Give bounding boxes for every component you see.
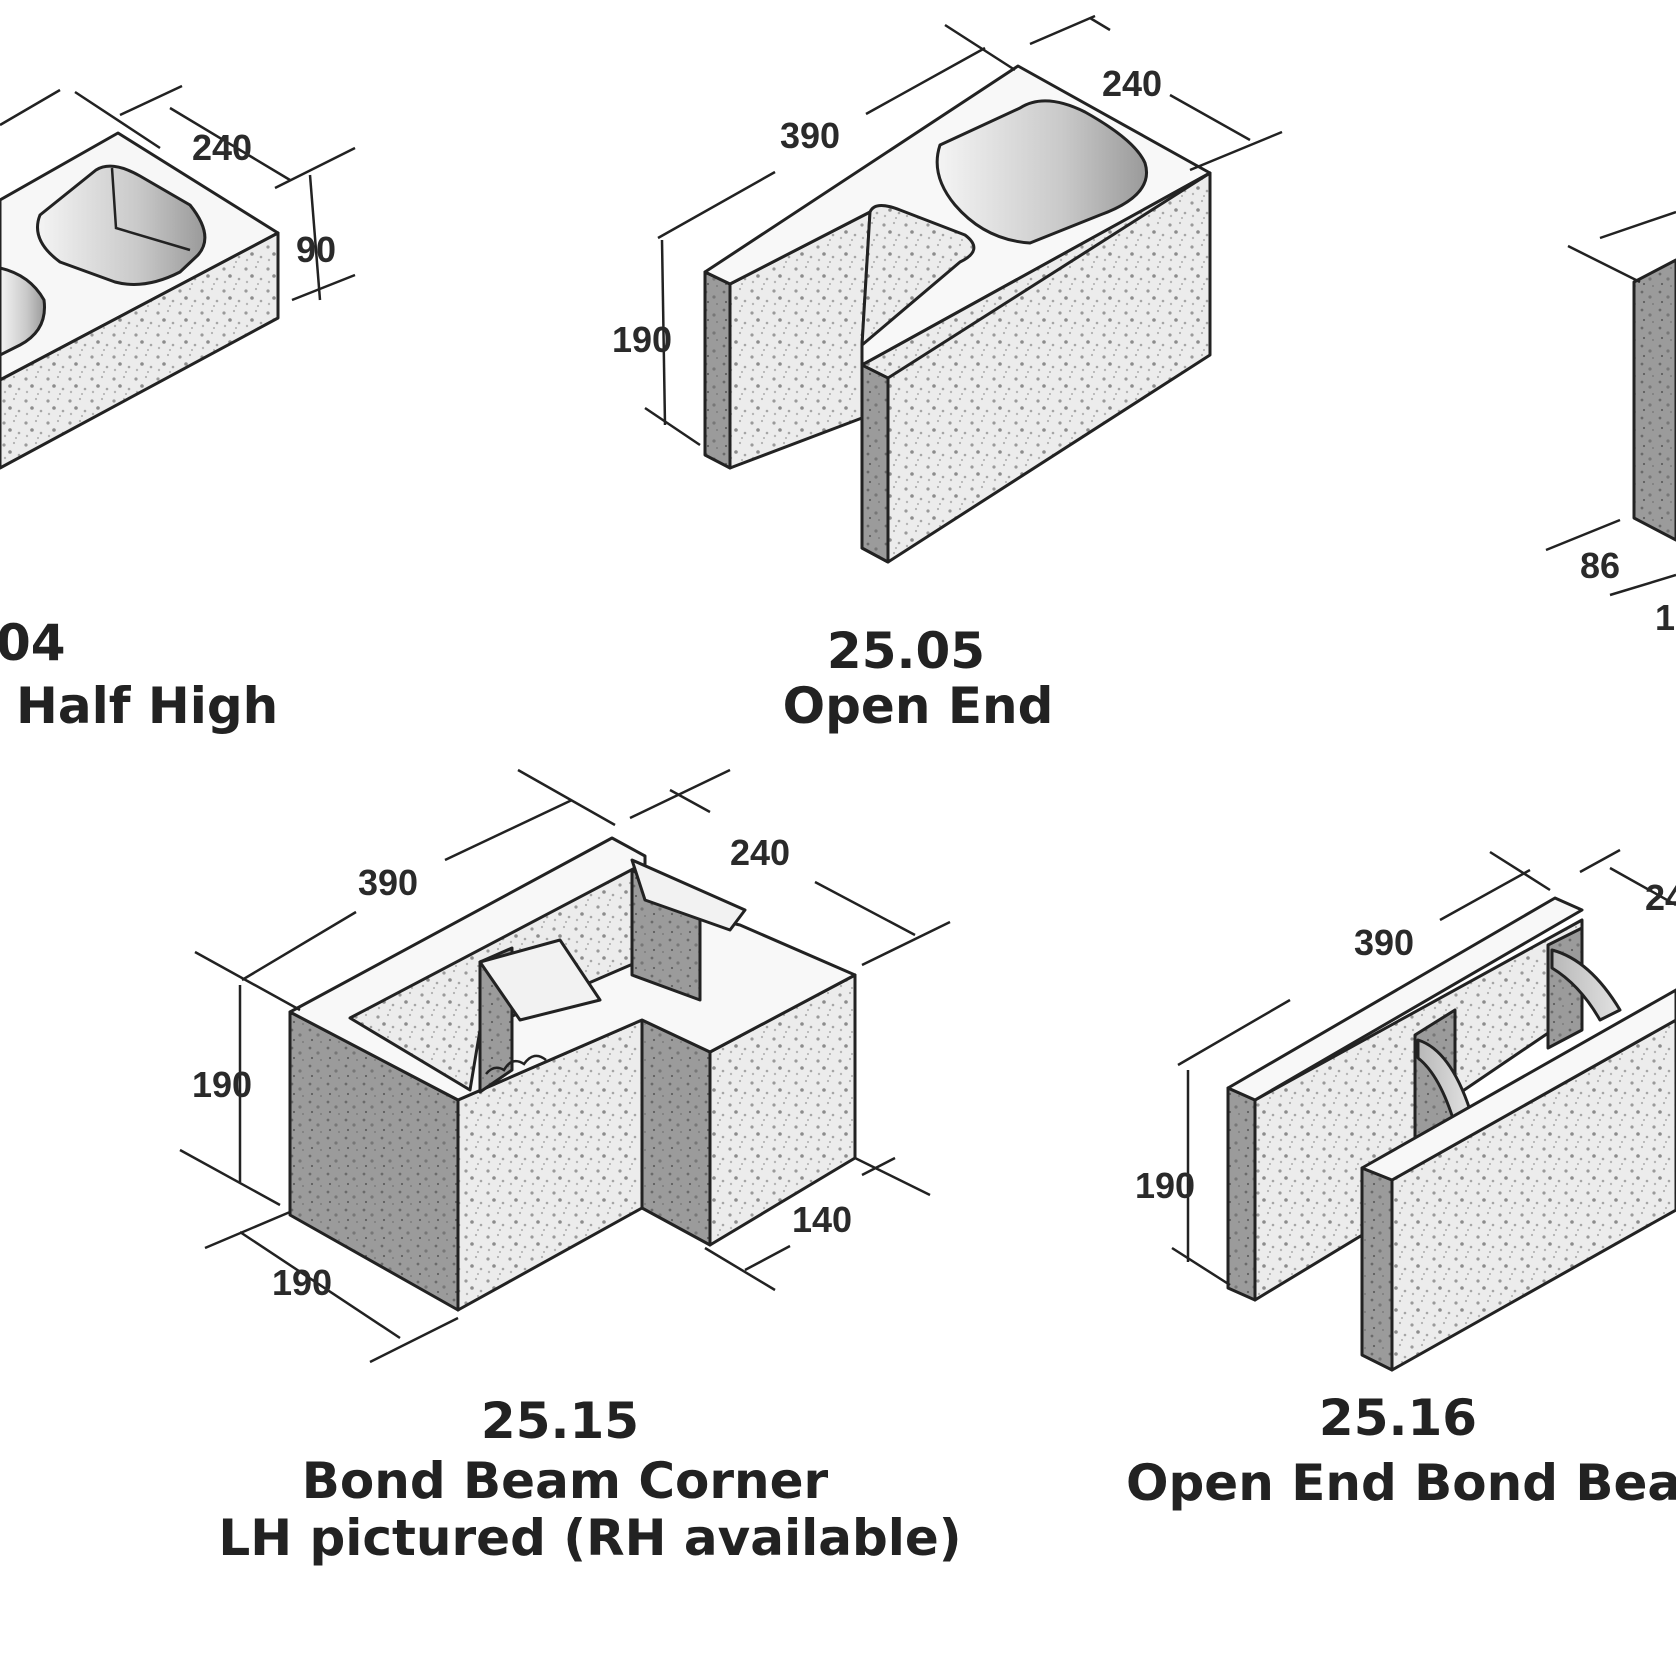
dim-24: 24 bbox=[1645, 877, 1676, 918]
dim-190-height: 190 bbox=[192, 1064, 252, 1105]
block-open-end-bond-beam: 390 24 190 25.16 Open End Bond Bea bbox=[1126, 848, 1676, 1512]
dim-190: 190 bbox=[1135, 1165, 1195, 1206]
block-code: 04 bbox=[0, 614, 66, 672]
dim-1: 1 bbox=[1655, 597, 1675, 638]
block-note: LH pictured (RH available) bbox=[218, 1509, 961, 1567]
block-name: Open End Bond Bea bbox=[1126, 1454, 1676, 1512]
block-name: Half High bbox=[16, 677, 278, 735]
block-code: 25.16 bbox=[1319, 1389, 1477, 1447]
dim-90: 90 bbox=[296, 229, 336, 270]
block-code: 25.15 bbox=[481, 1392, 639, 1450]
dim-190: 190 bbox=[612, 319, 672, 360]
dim-390: 390 bbox=[358, 862, 418, 903]
dim-86: 86 bbox=[1580, 545, 1620, 586]
block-bond-beam-corner: 390 240 190 190 140 25.15 Bond Beam Corn… bbox=[179, 768, 962, 1567]
block-half-high: 240 90 04 Half High bbox=[0, 84, 356, 735]
block-cropped-right: 86 1 bbox=[1545, 210, 1676, 638]
dim-240: 240 bbox=[1102, 63, 1162, 104]
dim-390: 390 bbox=[780, 115, 840, 156]
dim-390: 390 bbox=[1354, 922, 1414, 963]
dim-240: 240 bbox=[192, 127, 252, 168]
dim-240: 240 bbox=[730, 832, 790, 873]
block-name: Open End bbox=[783, 677, 1054, 735]
block-code: 25.05 bbox=[827, 622, 985, 680]
dim-140: 140 bbox=[792, 1199, 852, 1240]
dim-190-width: 190 bbox=[272, 1262, 332, 1303]
block-open-end: 390 240 190 25.05 Open End bbox=[612, 14, 1283, 735]
block-name: Bond Beam Corner bbox=[302, 1452, 829, 1510]
